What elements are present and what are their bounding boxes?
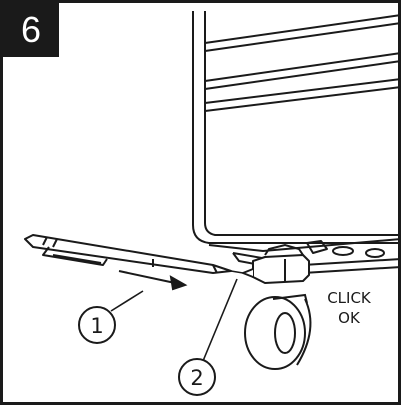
ok-label: OK [338,309,361,327]
pen-icon [24,234,244,274]
cabinet-body [192,11,401,274]
callout-1: 1 [78,306,116,344]
callout-1-number: 1 [90,314,103,338]
callout-2: 2 [178,358,216,396]
step-number-badge: 6 [3,3,59,57]
callout-2-number: 2 [190,366,203,390]
callout-leaders [110,278,238,362]
caster-wheel-icon [244,243,312,370]
locking-clip-icon [242,254,310,284]
assembly-illustration: 1 2 CLICK OK [24,11,401,396]
push-arrow-icon [118,270,188,291]
click-label: CLICK [327,289,372,307]
